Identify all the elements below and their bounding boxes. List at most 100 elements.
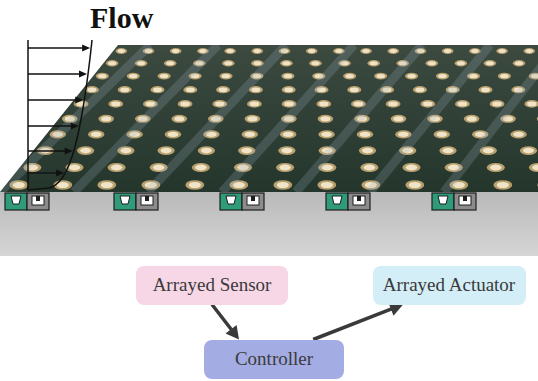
actuator-flap — [251, 196, 255, 201]
sensor-dot-center — [189, 182, 201, 188]
sensor-dot-center — [283, 132, 294, 137]
sensor-cell — [220, 193, 242, 210]
sensor-dot — [360, 48, 372, 54]
sensor-dot-center — [277, 182, 289, 188]
sensor-dot-center — [226, 49, 233, 53]
actuator-cavity — [247, 196, 259, 205]
sensor-dot-center — [253, 61, 261, 65]
sensor-dot-center — [532, 165, 538, 171]
sensor-dot — [520, 146, 537, 155]
sensor-dot — [496, 48, 508, 54]
sensor-dot — [273, 180, 292, 190]
sensor-dot — [529, 163, 538, 172]
sensor-dot-center — [523, 148, 534, 154]
sensor-dot — [158, 73, 171, 80]
sensor-dot — [106, 60, 118, 66]
sensor-dot — [455, 60, 467, 66]
sensor-dot-center — [201, 148, 212, 154]
sensor-dot-center — [80, 148, 91, 154]
sensor-dot-center — [180, 102, 190, 107]
sensor-dot — [219, 73, 232, 80]
sensor-dot — [524, 100, 538, 108]
sensor-dot — [357, 130, 373, 138]
flow-label: Flow — [90, 1, 153, 35]
box-text: Controller — [235, 348, 313, 370]
actuator-cell — [348, 193, 370, 210]
sensor-dot — [493, 180, 512, 190]
sensor-dot — [510, 130, 526, 138]
box-text: Arrayed Actuator — [383, 274, 515, 296]
sensor-dot-center — [281, 148, 292, 154]
sensor-dot — [306, 48, 318, 54]
sensor-dot-center — [111, 165, 123, 171]
profile-curve — [28, 40, 92, 190]
sensor-dot-center — [360, 132, 371, 137]
sensor-dot — [172, 115, 188, 123]
sensor-dot-center — [423, 102, 433, 107]
sensor-dot — [280, 130, 296, 138]
sensor-dot — [97, 180, 116, 190]
sensor-dot-center — [245, 132, 256, 137]
sensor-dot — [391, 115, 407, 123]
sensor-dot-center — [362, 148, 373, 154]
sensor-dot-center — [108, 61, 116, 65]
sensor-dot-center — [481, 87, 490, 92]
actuator-flap — [463, 196, 467, 201]
sensor-dot — [368, 60, 380, 66]
sensor-dot-center — [458, 102, 468, 107]
sensor-dot-center — [98, 74, 107, 78]
sensor-dot — [164, 60, 176, 66]
sensor-dot-center — [222, 74, 231, 78]
sensor-dot-center — [321, 182, 333, 188]
sensor-dot — [413, 86, 427, 93]
sensor-dot — [183, 86, 197, 93]
sensor-dot-center — [497, 182, 509, 188]
sensor-dot-center — [415, 87, 424, 92]
sensor-dot-center — [283, 61, 291, 65]
sensor-cavity — [120, 196, 130, 204]
sensor-dot — [479, 86, 493, 93]
sensor-dot-center — [362, 49, 369, 53]
sensor-dot — [405, 180, 424, 190]
velocity-arrowhead — [56, 170, 64, 177]
sensor-dot — [77, 146, 94, 155]
process-box: Arrayed Sensor — [136, 266, 288, 305]
velocity-arrowhead — [82, 45, 90, 52]
connector-arrow — [212, 305, 239, 340]
sensor-dot-center — [195, 165, 207, 171]
sensor-dot-center — [308, 49, 315, 53]
sensor-dot — [537, 115, 538, 123]
sensor-dot-center — [428, 61, 436, 65]
sensor-dot-center — [492, 102, 502, 107]
sensor-dot-center — [457, 61, 465, 65]
sensor-dot — [420, 100, 435, 108]
actuator-flap — [145, 196, 149, 201]
wall-section — [0, 192, 538, 256]
sensor-dot-center — [312, 61, 320, 65]
channel-stripe — [444, 45, 538, 192]
sensor-dot-center — [350, 87, 359, 92]
sensor-dot-center — [168, 132, 179, 137]
sensor-dot-center — [515, 61, 523, 65]
sensor-dot-center — [279, 165, 291, 171]
sensor-dot-center — [354, 102, 364, 107]
actuator-cavity — [353, 196, 365, 205]
sensor-dot-center — [409, 182, 421, 188]
sensor-dot-center — [174, 116, 184, 121]
sensor-dot — [224, 48, 236, 54]
velocity-arrowhead — [65, 148, 73, 155]
velocity-arrow — [28, 150, 67, 151]
sensor-dot — [386, 100, 401, 108]
velocity-arrow — [28, 99, 77, 100]
sensor-dot — [245, 115, 261, 123]
sensor-dot-center — [219, 87, 228, 92]
sensor-cavity — [226, 196, 236, 204]
actuator-cell — [242, 193, 264, 210]
sensor-cell — [5, 193, 27, 210]
sensor-cavity — [438, 196, 448, 204]
sensor-dot-center — [153, 165, 165, 171]
sensor-dot-center — [364, 165, 376, 171]
sensor-dot — [309, 60, 321, 66]
velocity-arrow — [28, 125, 73, 126]
